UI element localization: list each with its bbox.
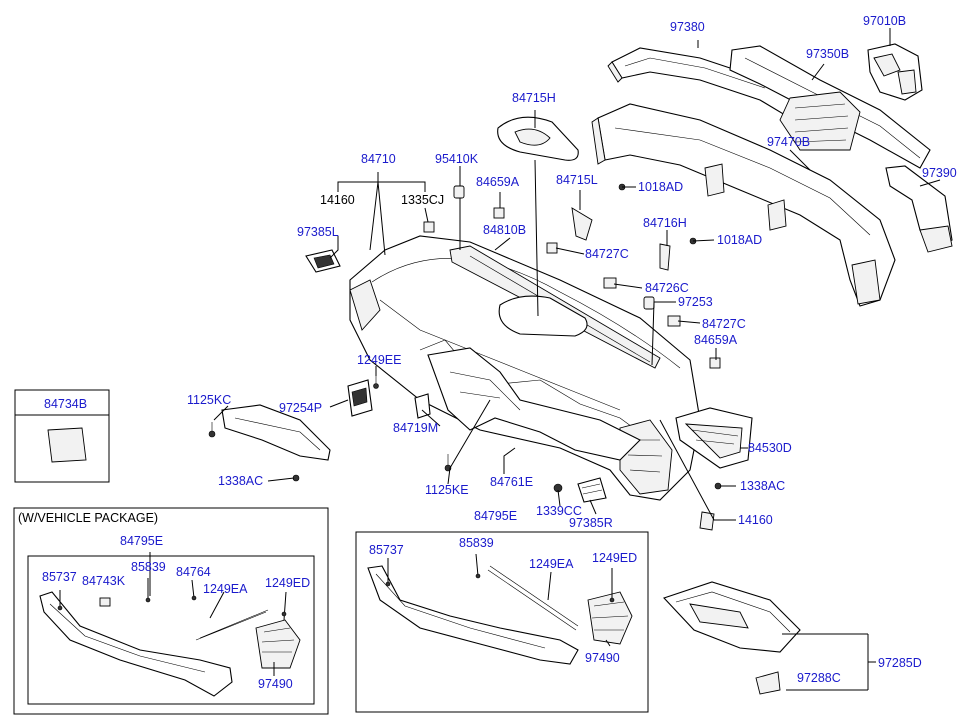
box-84734b (14, 389, 110, 483)
label-84659a-1: 84659A (476, 175, 520, 189)
package-note: (W/VEHICLE PACKAGE) (18, 511, 158, 525)
label-1249ed-2: 1249ED (265, 576, 310, 590)
air-duct-center-97350b (729, 45, 931, 169)
side-bracket-1125kc (221, 404, 331, 461)
knee-bolster-97254p (347, 379, 373, 417)
label-97350b: 97350B (806, 47, 849, 61)
label-1335cj: 1335CJ (401, 193, 444, 207)
label-85737-1: 85737 (369, 543, 404, 557)
label-84795e-1: 84795E (474, 509, 517, 523)
label-84764: 84764 (176, 565, 211, 579)
crash-pad-84710 (349, 235, 701, 501)
label-84743k: 84743K (82, 574, 126, 588)
label-1018ad-1: 1018AD (638, 180, 683, 194)
label-1125ke: 1125KE (425, 483, 469, 497)
label-84727c-2: 84727C (702, 317, 746, 331)
label-84715l: 84715L (556, 173, 598, 187)
label-97010b: 97010B (863, 14, 906, 28)
label-84710: 84710 (361, 152, 396, 166)
label-1018ad-2: 1018AD (717, 233, 762, 247)
label-84810b: 84810B (483, 223, 526, 237)
label-97385l: 97385L (297, 225, 339, 239)
vent-97385l (305, 249, 341, 273)
lower-cover-84719m (414, 393, 431, 419)
label-84530d: 84530D (748, 441, 792, 455)
label-84659a-2: 84659A (694, 333, 738, 347)
label-97390: 97390 (922, 166, 957, 180)
label-97385r: 97385R (569, 516, 613, 530)
label-84727c-1: 84727C (585, 247, 629, 261)
vent-97385r (577, 477, 607, 503)
vent-nozzle-97010b (867, 43, 923, 101)
center-cover-84715h (497, 116, 579, 161)
label-85839-2: 85839 (131, 560, 166, 574)
label-85737-2: 85737 (42, 570, 77, 584)
label-14160-1: 14160 (320, 193, 355, 207)
label-1338ac-2: 1338AC (740, 479, 785, 493)
side-duct-97390 (885, 165, 953, 253)
label-1249ed-1: 1249ED (592, 551, 637, 565)
label-84716h: 84716H (643, 216, 687, 230)
label-97254p: 97254P (279, 401, 322, 415)
label-97253: 97253 (678, 295, 713, 309)
label-1249ee: 1249EE (357, 353, 401, 367)
label-1249ea-1: 1249EA (529, 557, 574, 571)
console-box-84795e (355, 531, 649, 713)
label-97288c: 97288C (797, 671, 841, 685)
glove-box-84530d (675, 407, 753, 469)
label-84715h: 84715H (512, 91, 556, 105)
part-labels: 97380 97010B 97350B 84715H 97470B 84710 … (18, 14, 957, 691)
label-97285d: 97285D (878, 656, 922, 670)
label-95410k: 95410K (435, 152, 479, 166)
vehicle-package-box (13, 507, 329, 715)
label-84795e-2: 84795E (120, 534, 163, 548)
label-1339cc: 1339CC (536, 504, 582, 518)
label-84719m: 84719M (393, 421, 438, 435)
leader-lines (213, 28, 941, 521)
label-14160-2: 14160 (738, 513, 773, 527)
label-84734b: 84734B (44, 397, 87, 411)
label-84726c: 84726C (645, 281, 689, 295)
glove-box-97285d (663, 581, 876, 695)
label-97490-1: 97490 (585, 651, 620, 665)
label-85839-1: 85839 (459, 536, 494, 550)
air-duct-main-97470b (591, 103, 896, 307)
label-97490-2: 97490 (258, 677, 293, 691)
lower-panel-84761e (427, 347, 641, 461)
label-1249ea-2: 1249EA (203, 582, 248, 596)
label-84761e: 84761E (490, 475, 533, 489)
label-1338ac-1: 1338AC (218, 474, 263, 488)
label-97380: 97380 (670, 20, 705, 34)
label-97470b: 97470B (767, 135, 810, 149)
label-1125kc: 1125KC (187, 393, 231, 407)
